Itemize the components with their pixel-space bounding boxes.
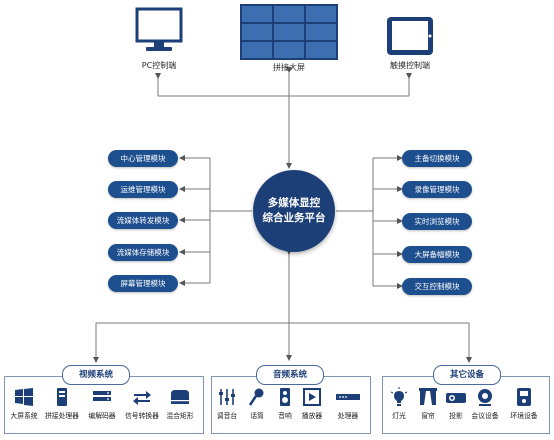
item-video-2: 编解码器 <box>80 386 124 420</box>
item-label: 编解码器 <box>88 412 116 420</box>
item-video-0: 大屏系统 <box>2 386 46 420</box>
conference-icon <box>478 389 492 406</box>
item-label: 环境设备 <box>510 412 538 420</box>
item-label: 投影 <box>449 412 463 420</box>
device-label-tablet: 触摸控制端 <box>390 61 430 70</box>
device-label-video-wall: 拼接大屏 <box>273 63 305 72</box>
light-icon <box>390 387 408 406</box>
processor-icon <box>57 388 67 406</box>
item-audio-0: 调音台 <box>207 386 247 420</box>
item-label: 调音台 <box>216 412 238 420</box>
microphone-icon <box>248 388 264 406</box>
matrix-icon <box>171 390 189 404</box>
item-label: 窗帘 <box>421 412 435 420</box>
item-other-2: 投影 <box>436 386 476 420</box>
environment-icon <box>517 388 531 406</box>
group-title-other: 其它设备 <box>433 365 501 385</box>
group-box-audio <box>211 376 371 434</box>
item-other-1: 窗帘 <box>408 386 448 420</box>
left-module-0: 中心管理模块 <box>108 150 178 167</box>
item-video-4: 混合矩形 <box>158 386 202 420</box>
device-label-pc: PC控制端 <box>141 61 177 70</box>
item-audio-4: 处理器 <box>327 386 369 420</box>
item-audio-3: 播放器 <box>292 386 332 420</box>
group-title-video: 视频系统 <box>62 365 130 385</box>
left-module-2: 流媒体转发模块 <box>108 212 178 229</box>
item-video-3: 信号转换器 <box>120 386 164 420</box>
right-module-0: 主备切换模块 <box>402 150 472 167</box>
item-audio-1: 话筒 <box>237 386 277 420</box>
item-label: 信号转换器 <box>125 412 159 420</box>
right-module-1: 录像管理模块 <box>402 181 472 198</box>
projector-icon <box>446 393 466 403</box>
tablet-icon <box>386 16 434 60</box>
item-label: 音响 <box>278 412 292 420</box>
mixer-icon <box>219 389 235 405</box>
hub-title-line2: 综合业务平台 <box>262 212 326 224</box>
item-other-4: 环境设备 <box>502 386 546 420</box>
platform-hub: 多媒体显控 综合业务平台 <box>253 170 335 252</box>
item-label: 拼接处理器 <box>45 412 79 420</box>
item-label: 话筒 <box>250 412 264 420</box>
right-module-2: 实时浏览模块 <box>402 213 472 230</box>
item-label: 播放器 <box>301 412 323 420</box>
audio-processor-icon <box>336 394 360 400</box>
item-other-0: 灯光 <box>379 386 419 420</box>
item-audio-2: 音响 <box>265 386 305 420</box>
group-title-audio: 音频系统 <box>256 365 324 385</box>
signal-converter-icon <box>133 391 151 405</box>
player-icon <box>303 388 321 406</box>
item-video-1: 拼接处理器 <box>40 386 84 420</box>
codec-icon <box>93 391 111 401</box>
item-other-3: 会议设备 <box>465 386 505 420</box>
monitor-icon <box>135 6 183 58</box>
left-module-4: 屏幕管理模块 <box>108 275 178 292</box>
left-module-1: 运维管理模块 <box>108 181 178 198</box>
video-wall-icon <box>240 4 338 64</box>
hub-title-line1: 多媒体显控 <box>267 197 321 209</box>
item-label: 混合矩形 <box>166 412 194 420</box>
right-module-4: 交互控制模块 <box>402 278 472 295</box>
group-box-video <box>4 376 204 434</box>
item-label: 处理器 <box>337 412 359 420</box>
item-label: 大屏系统 <box>10 412 38 420</box>
curtain-icon <box>419 388 437 405</box>
speaker-icon <box>280 388 290 406</box>
item-label: 灯光 <box>392 412 406 420</box>
left-module-3: 流媒体存储模块 <box>108 244 178 261</box>
item-label: 会议设备 <box>471 412 499 420</box>
windows-icon <box>15 388 33 406</box>
right-module-3: 大屏备幅模块 <box>402 246 472 263</box>
